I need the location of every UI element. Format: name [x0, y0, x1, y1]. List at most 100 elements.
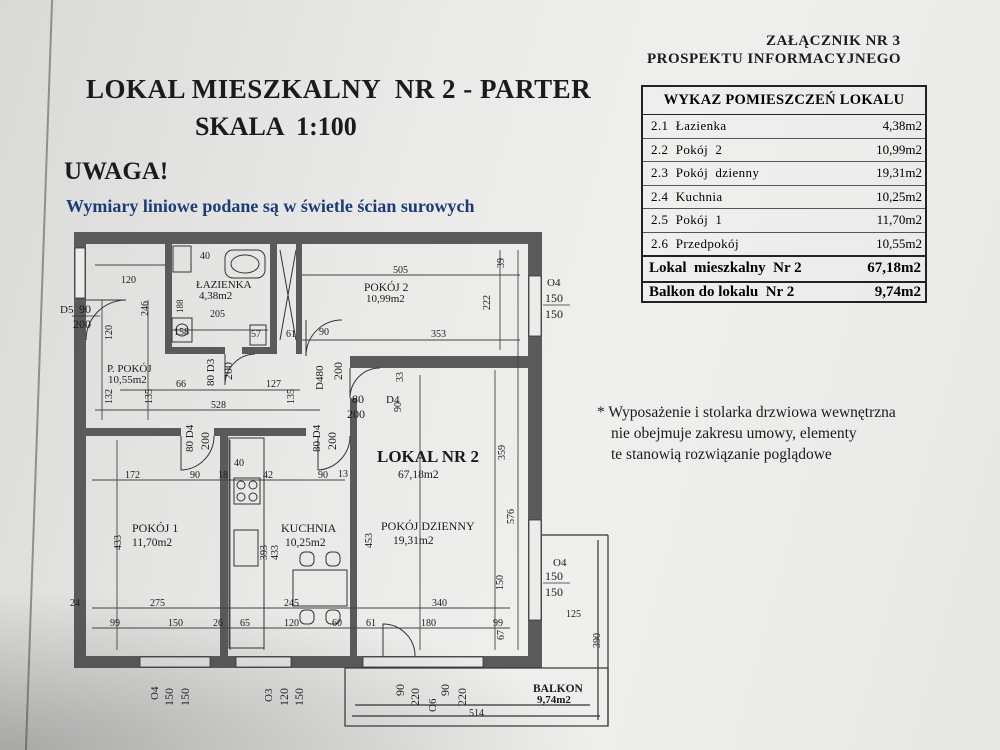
- window-o4-mid-a: 150: [545, 569, 563, 583]
- window-o6-a: 90: [393, 684, 407, 696]
- wall-left: [74, 232, 86, 668]
- hall-name: P. POKÓJ: [107, 363, 152, 375]
- dim-172: 172: [125, 470, 140, 481]
- wall-room2-left: [296, 244, 302, 354]
- dim-135b: 135: [286, 389, 297, 404]
- wall-bath-bottom-b: [242, 347, 277, 354]
- total-label: Lokal mieszkalny Nr 2: [649, 260, 802, 276]
- table-row: 2.3 Pokój dzienny 19,31m2: [643, 161, 925, 186]
- window-o6-c: 90: [438, 684, 452, 696]
- burner: [248, 480, 258, 490]
- door-d4-kitchen-height: 200: [325, 432, 339, 450]
- dim-353: 353: [431, 329, 446, 340]
- balcony-row: Balkon do lokalu Nr 2 9,74m2: [643, 280, 925, 305]
- scale-label: SKALA 1:100: [195, 112, 357, 141]
- door-d4-kitchen-label: 80 D4: [311, 424, 323, 452]
- dim-90a: 90: [190, 470, 200, 481]
- dim-433a: 433: [113, 535, 124, 550]
- dim-120: 120: [104, 325, 115, 340]
- footnote-line: nie obejmuje zakresu umowy, elementy: [611, 425, 857, 442]
- dim-150: 150: [495, 575, 506, 590]
- window-o4-top-b: 150: [545, 307, 563, 321]
- room-name: 2.1 Łazienka: [651, 118, 727, 133]
- dim-576: 576: [506, 509, 517, 524]
- window-bottom-living: [362, 656, 484, 668]
- door-d5-label: D5: [60, 304, 74, 316]
- sink-bowl: [175, 323, 189, 337]
- entrance-opening: [74, 247, 86, 299]
- dimension-numbers: 505 353 205 57 61 40 158 120 66 127 528 …: [70, 251, 581, 719]
- page-title: LOKAL MIESZKALNY NR 2 - PARTER: [86, 74, 592, 104]
- warning-note: Wymiary liniowe podane są w świetle ścia…: [66, 196, 475, 216]
- shaft-cross: [279, 249, 297, 341]
- door-swings: [85, 299, 416, 657]
- door-d4-living-label: D4: [386, 394, 400, 406]
- warning-heading: UWAGA!: [64, 158, 169, 185]
- dim-453: 453: [364, 533, 375, 548]
- window-o4-top-a: 150: [545, 291, 563, 305]
- chair: [299, 551, 315, 567]
- room-name: 2.6 Przedpokój: [651, 235, 739, 251]
- bathtub-basin: [230, 254, 260, 274]
- balcony-area: 9,74m2: [874, 284, 921, 300]
- door-d3-width: 80: [205, 375, 217, 387]
- dim-90b: 90: [318, 470, 328, 481]
- door-d4-living-width: 80: [352, 392, 364, 406]
- door-d4b-code: D4: [311, 424, 323, 438]
- room-name: 2.3 Pokój dzienny: [651, 165, 760, 180]
- dim-120b: 120: [121, 275, 136, 286]
- wall-top: [74, 232, 542, 244]
- room2-area: 10,99m2: [366, 293, 405, 305]
- room-name: 2.2 Pokój 2: [651, 141, 723, 157]
- door-d3-height: 200: [221, 362, 235, 380]
- door-d3-code: D3: [205, 358, 217, 372]
- wall-hall-bottom-a: [86, 428, 181, 436]
- wall-living-left: [350, 398, 357, 658]
- dim-90c: 90: [393, 402, 404, 412]
- door-d3-label: 80 D3: [205, 358, 217, 386]
- window-o6-b: 220: [408, 688, 422, 706]
- dim-90-room2: 90: [319, 327, 329, 338]
- room-area: 4,38m2: [882, 118, 922, 133]
- table-row: 2.6 Przedpokój 10,55m2: [643, 232, 925, 257]
- dim-505: 505: [393, 265, 408, 276]
- door-swing-entry: [85, 299, 127, 341]
- dim-433b: 433: [270, 545, 281, 560]
- dim-40: 40: [200, 251, 210, 262]
- door-d4-living-height: 200: [347, 407, 365, 421]
- kitchen-sink: [233, 529, 259, 567]
- rotated-labels: 80 D3 200 D4 80 200 80 D4 200 80 D4 200 O…: [104, 258, 603, 712]
- dining-table: [292, 569, 348, 607]
- burner: [236, 492, 246, 502]
- door-d4a-width: 80: [184, 441, 196, 453]
- dim-67: 67: [496, 630, 507, 640]
- dim-60: 60: [332, 618, 342, 629]
- burner: [248, 492, 258, 502]
- table-row: 2.5 Pokój 1 11,70m2: [643, 208, 925, 233]
- footnote-line: * Wyposażenie i stolarka drzwiowa wewnęt…: [597, 404, 896, 421]
- dim-61: 61: [286, 329, 296, 340]
- bathroom-fixtures: [171, 245, 297, 346]
- boiler-box: [172, 245, 192, 273]
- bathtub: [224, 249, 266, 279]
- dim-66: 66: [176, 379, 186, 390]
- total-row: Lokal mieszkalny Nr 2 67,18m2: [643, 256, 925, 283]
- wall-hall-bottom-b: [214, 428, 306, 436]
- window-o3-label: O3: [263, 688, 275, 702]
- table-row: 2.4 Kuchnia 10,25m2: [643, 185, 925, 209]
- window-o4-bottom-label: O4: [149, 686, 161, 700]
- dim-65: 65: [240, 618, 250, 629]
- dim-188: 188: [175, 299, 185, 313]
- window-o4-top-label: O4: [547, 277, 561, 289]
- dim-39: 39: [496, 258, 507, 268]
- door-swing-room1: [180, 435, 215, 471]
- door-swing-living: [349, 367, 381, 399]
- dim-33: 33: [395, 372, 406, 382]
- dim-42: 42: [263, 470, 273, 481]
- door-d480-height: 200: [331, 362, 345, 380]
- dim-57: 57: [251, 329, 261, 340]
- dim-514: 514: [469, 708, 484, 719]
- window-o4-bottom-b: 150: [178, 688, 192, 706]
- balcony-area-label: 9,74m2: [537, 694, 571, 706]
- door-swing-balcony: [382, 623, 416, 657]
